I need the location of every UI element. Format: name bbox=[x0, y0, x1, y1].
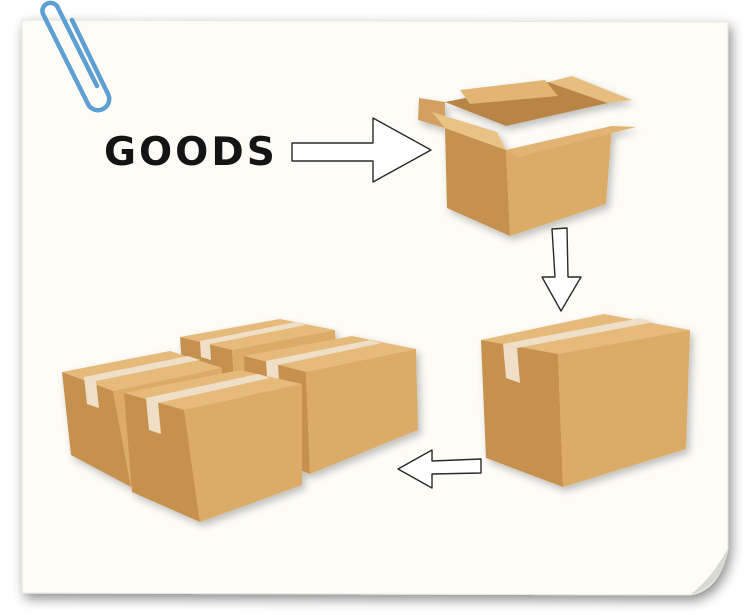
open-box-icon bbox=[418, 76, 636, 236]
open-box-back-flap bbox=[460, 80, 558, 104]
arrow-left-icon bbox=[397, 449, 482, 489]
open-box-left-flap bbox=[418, 98, 445, 128]
closed-box-tape-side bbox=[503, 344, 520, 383]
arrow-down-icon bbox=[541, 227, 582, 312]
open-box-inside bbox=[445, 82, 608, 126]
closed-box-left-side bbox=[481, 340, 563, 487]
open-box-front bbox=[506, 126, 612, 236]
paperclip-icon bbox=[40, 0, 112, 113]
open-box-right-flap bbox=[548, 76, 632, 103]
closed-box-front bbox=[558, 330, 690, 487]
open-box-left-side bbox=[445, 128, 510, 236]
open-box-front-right-flap bbox=[506, 126, 636, 157]
goods-label: GOODS bbox=[104, 130, 278, 175]
closed-box-tape-top bbox=[503, 318, 654, 348]
open-box-front-left-flap bbox=[432, 112, 506, 150]
arrow-right-icon bbox=[291, 117, 432, 183]
box-stack-icon bbox=[62, 319, 418, 522]
card-background bbox=[21, 19, 729, 596]
stack-box-front-right bbox=[124, 370, 302, 522]
closed-box-icon bbox=[481, 314, 690, 487]
